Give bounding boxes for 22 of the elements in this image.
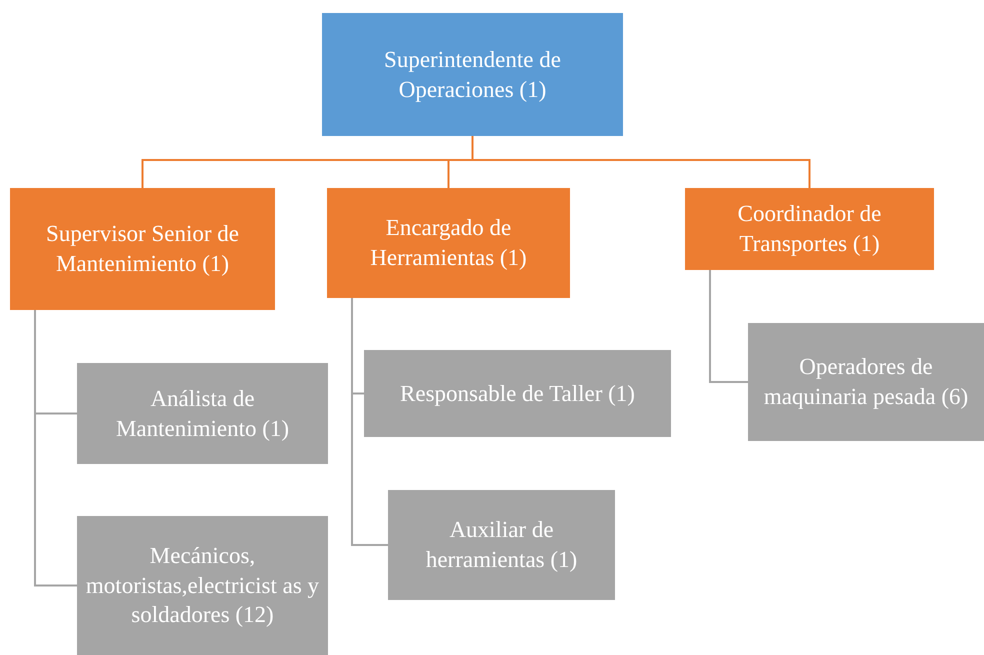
connector-line xyxy=(709,270,748,383)
org-box xyxy=(322,13,623,136)
role-title: Auxiliar de herramientas (1) xyxy=(424,516,578,574)
connector-line xyxy=(351,298,388,546)
org-box xyxy=(364,350,671,437)
org-box xyxy=(77,363,328,464)
role-title: Encargado de Herramientas (1) xyxy=(369,214,528,272)
org-box xyxy=(685,188,934,270)
role-title: Operadores de maquinaria pesada (6) xyxy=(762,353,970,411)
role-title: Responsable de Taller (1) xyxy=(400,380,635,408)
role-title: Supervisor Senior de Mantenimiento (1) xyxy=(45,220,240,278)
org-box xyxy=(388,490,615,600)
role-title: Análista de Mantenimiento (1) xyxy=(114,384,290,443)
org-box xyxy=(327,188,570,298)
connector-line xyxy=(34,310,77,586)
org-box xyxy=(10,188,275,310)
org-box xyxy=(748,323,984,441)
role-title: Coordinador de Transportes (1) xyxy=(736,200,882,258)
connector-line xyxy=(472,136,810,188)
role-title: Mecánicos, motoristas,electricist as y soldadores (12) xyxy=(84,542,320,630)
org-box xyxy=(77,516,328,655)
role-title: Superintendente de Operaciones (1) xyxy=(383,46,562,104)
